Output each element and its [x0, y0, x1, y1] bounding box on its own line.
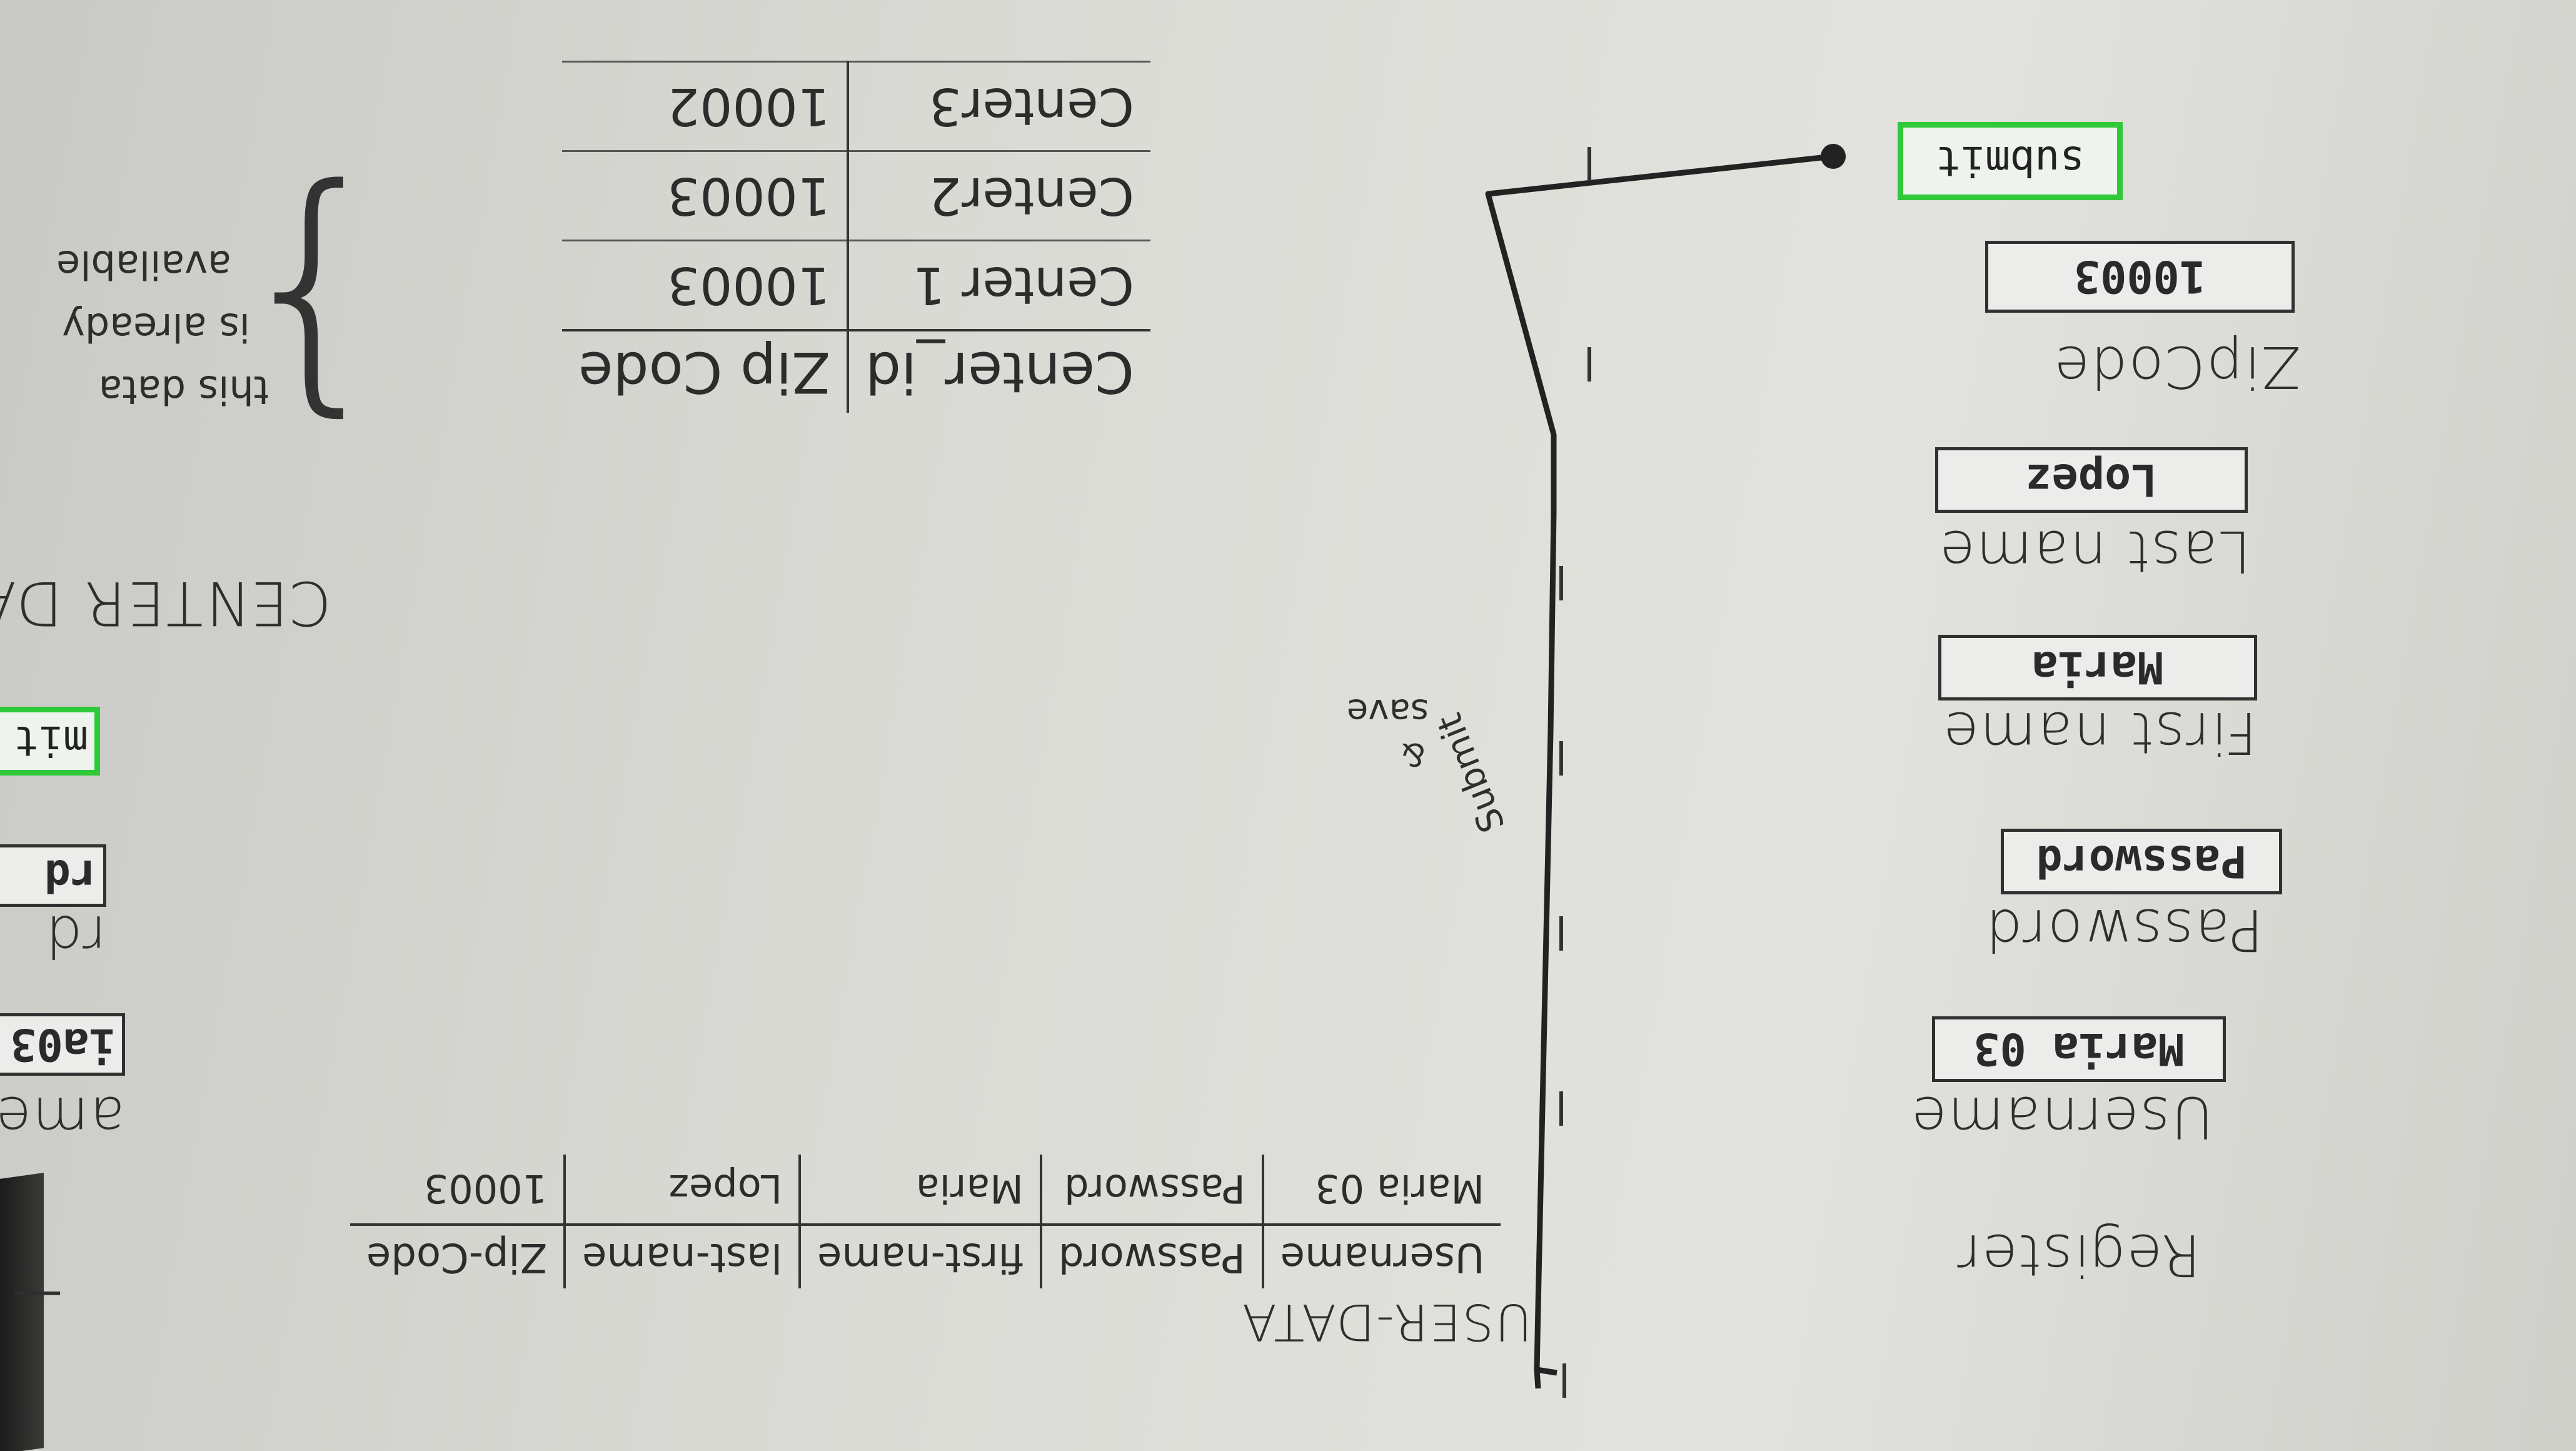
table-cell: 10003: [562, 151, 848, 241]
column-header: Zip-Code: [350, 1225, 565, 1288]
table-cell: Center2: [847, 151, 1150, 241]
separator-tick: [1559, 916, 1563, 951]
prev-submit-button[interactable]: mit: [0, 707, 100, 776]
table-header-row: Username Password first-name last-name Z…: [350, 1225, 1501, 1288]
table-cell: 10003: [562, 240, 848, 330]
table-row: Center3 10002: [562, 61, 1150, 151]
note-line-1: this data: [98, 367, 269, 413]
center-data-title: CENTER DA: [0, 568, 331, 638]
column-header: Center_id: [847, 330, 1150, 413]
table-cell: Maria 03: [1315, 1166, 1484, 1212]
register-title: Register: [1956, 1221, 2201, 1288]
prev-password-label: rd: [44, 902, 106, 969]
prev-page-mark: —: [13, 1268, 63, 1326]
table-row: Center2 10003: [562, 151, 1150, 241]
column-header: Username: [1262, 1225, 1501, 1288]
separator-tick: [1559, 1091, 1563, 1126]
password-label: Password: [1985, 896, 2263, 963]
separator-tick: [1559, 566, 1563, 600]
flow-start-dot: [1821, 144, 1846, 169]
flow-connector-line: [1485, 153, 1834, 1370]
first-name-label: First name: [1942, 699, 2257, 766]
last-name-field[interactable]: Lopez: [1935, 447, 2248, 513]
first-name-field[interactable]: Maria: [1938, 635, 2257, 700]
table-cell: Center 1: [847, 240, 1150, 330]
password-field[interactable]: Password: [2001, 829, 2282, 894]
zipcode-field[interactable]: 10003: [1985, 241, 2295, 313]
submit-button[interactable]: submit: [1898, 122, 2123, 200]
note-line-3: available: [56, 242, 231, 288]
user-data-table: Username Password first-name last-name Z…: [350, 1155, 1501, 1288]
username-field[interactable]: Maria 03: [1932, 1016, 2226, 1082]
table-row: Center 1 10003: [562, 240, 1150, 330]
column-header: first-name: [800, 1225, 1041, 1288]
table-cell: Password: [1040, 1155, 1263, 1225]
prev-password-field[interactable]: rd: [0, 844, 106, 907]
table-cell: Maria: [800, 1155, 1041, 1225]
username-label: Username: [1910, 1084, 2213, 1151]
flow-label-and: &: [1401, 736, 1426, 772]
prev-username-field[interactable]: ia03: [0, 1013, 125, 1076]
table-cell: Lopez: [565, 1155, 800, 1225]
note-line-2: is already: [62, 305, 250, 350]
separator-tick: [1559, 741, 1563, 776]
separator-tick: [1562, 1363, 1566, 1398]
prev-username-label: ame: [0, 1084, 125, 1151]
last-name-label: Last name: [1938, 518, 2251, 585]
table-cell: 10002: [562, 61, 848, 151]
separator-tick: [1587, 147, 1591, 181]
column-header: Zip Code: [562, 330, 848, 413]
table-cell: Center3: [847, 61, 1150, 151]
center-data-table: Center_id Zip Code Center 1 10003 Center…: [562, 61, 1150, 413]
separator-tick: [1587, 347, 1591, 382]
table-header-row: Center_id Zip Code: [562, 330, 1150, 413]
table-row: Maria 03 Password Maria Lopez 10003: [350, 1155, 1501, 1225]
flow-arrowhead: [1534, 1366, 1557, 1389]
user-data-title: USER-DATA: [1240, 1293, 1532, 1351]
flow-label-save: save: [1346, 691, 1429, 732]
table-cell: 10003: [350, 1155, 565, 1225]
column-header: last-name: [565, 1225, 800, 1288]
column-header: Password: [1040, 1225, 1263, 1288]
zipcode-label: ZipCode: [2053, 333, 2301, 400]
